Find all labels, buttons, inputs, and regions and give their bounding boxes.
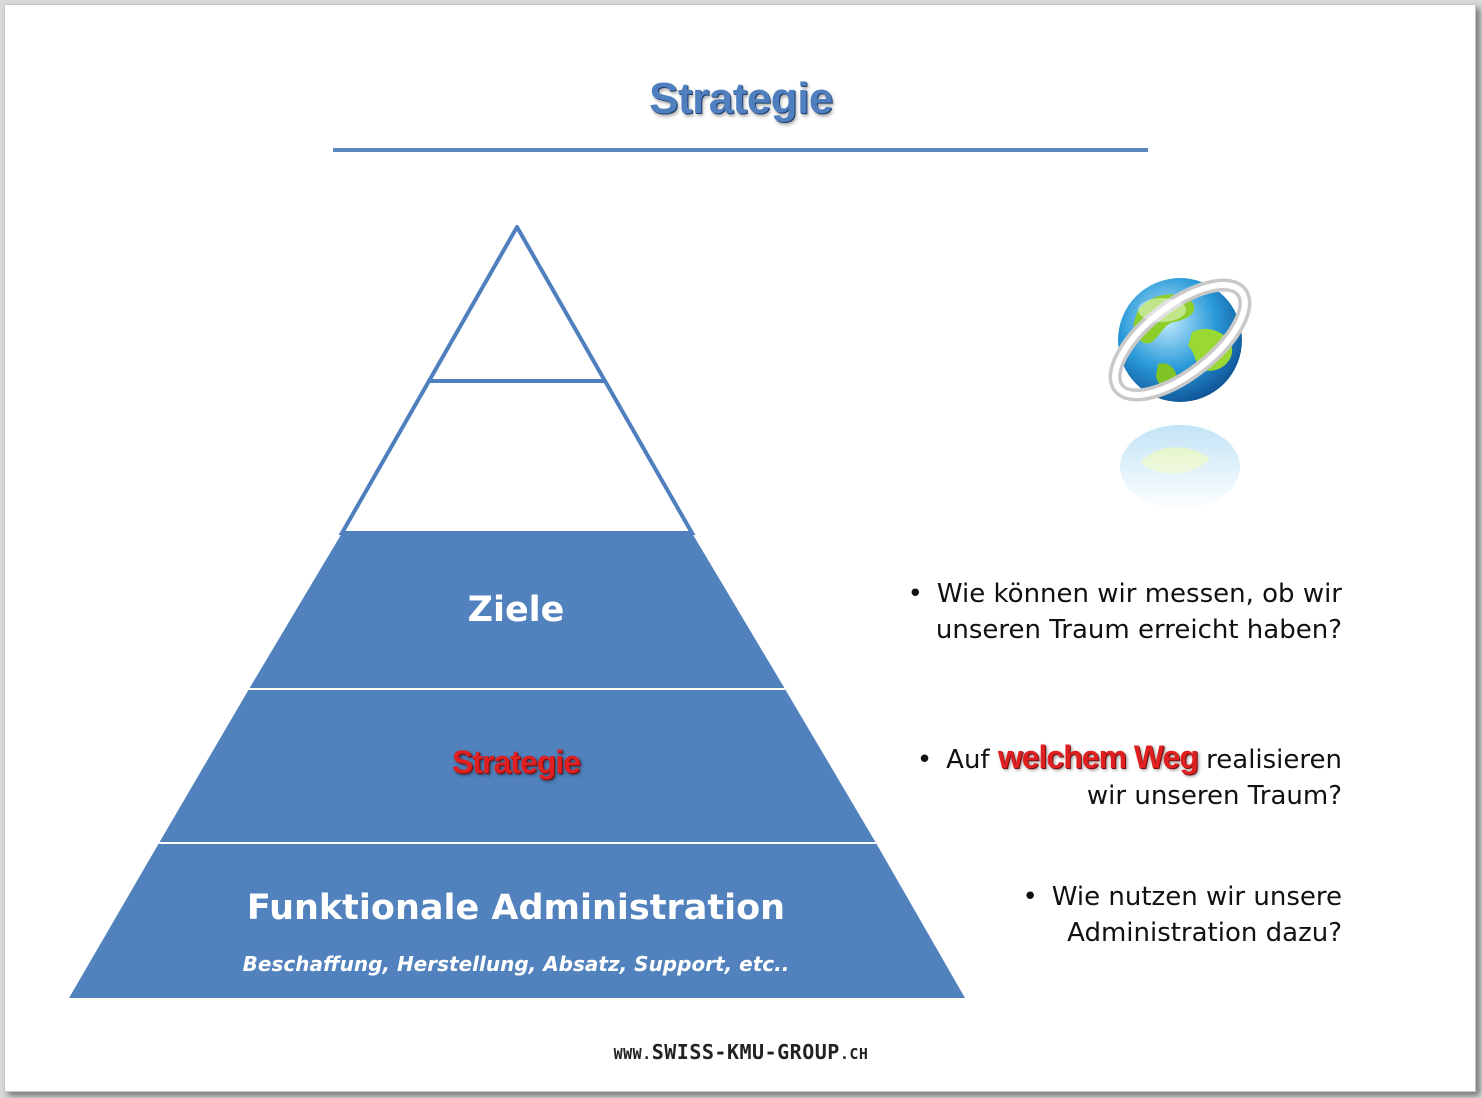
pyramid-level-ziele [249, 533, 785, 689]
page-title: Strategie [649, 74, 833, 123]
pyramid-label-administration: Funktionale Administration [246, 888, 786, 928]
pyramid-sublabel-administration: Beschaffung, Herstellung, Absatz, Suppor… [242, 952, 790, 976]
footer-url: WWW.SWISS-KMU-GROUP.CH [0, 1040, 1482, 1064]
globe-icon [1100, 278, 1270, 512]
bullet-text-line: wir unseren Traum? [1086, 781, 1342, 811]
bullet-dot: • [916, 745, 933, 775]
bullet-administration: • Wie nutzen wir unsere Administration da… [900, 879, 1342, 951]
bullet-prefix: Auf [946, 745, 990, 775]
bullet-dot: • [907, 579, 923, 609]
pyramid-level-2 [338, 379, 696, 535]
bullet-strategy-path: • Auf welchem Weg realisieren wir unseren… [820, 739, 1342, 814]
footer-suffix: .CH [839, 1045, 869, 1063]
footer-prefix: WWW. [613, 1045, 652, 1063]
bullet-highlight: welchem Weg [997, 739, 1199, 775]
bullet-text-line: unseren Traum erreicht haben? [935, 615, 1342, 645]
bullet-measure-goals: • Wie können wir messen, ob wir unseren T… [820, 576, 1342, 648]
pyramid-label-ziele: Ziele [467, 590, 565, 630]
bullet-text-line: Administration dazu? [1067, 918, 1342, 948]
bullet-suffix: realisieren [1206, 745, 1342, 775]
pyramid-level-strategie [159, 689, 876, 843]
bullet-dot: • [1022, 882, 1038, 912]
bullet-text-line: Wie nutzen wir unsere [1051, 882, 1342, 912]
bullet-text-line: Wie können wir messen, ob wir [936, 579, 1342, 609]
pyramid-level-1 [427, 225, 607, 383]
pyramid-label-strategie: Strategie [452, 744, 581, 780]
pyramid-level-administration [69, 843, 965, 998]
title-underline [333, 148, 1148, 152]
footer-main: SWISS-KMU-GROUP [651, 1040, 840, 1064]
